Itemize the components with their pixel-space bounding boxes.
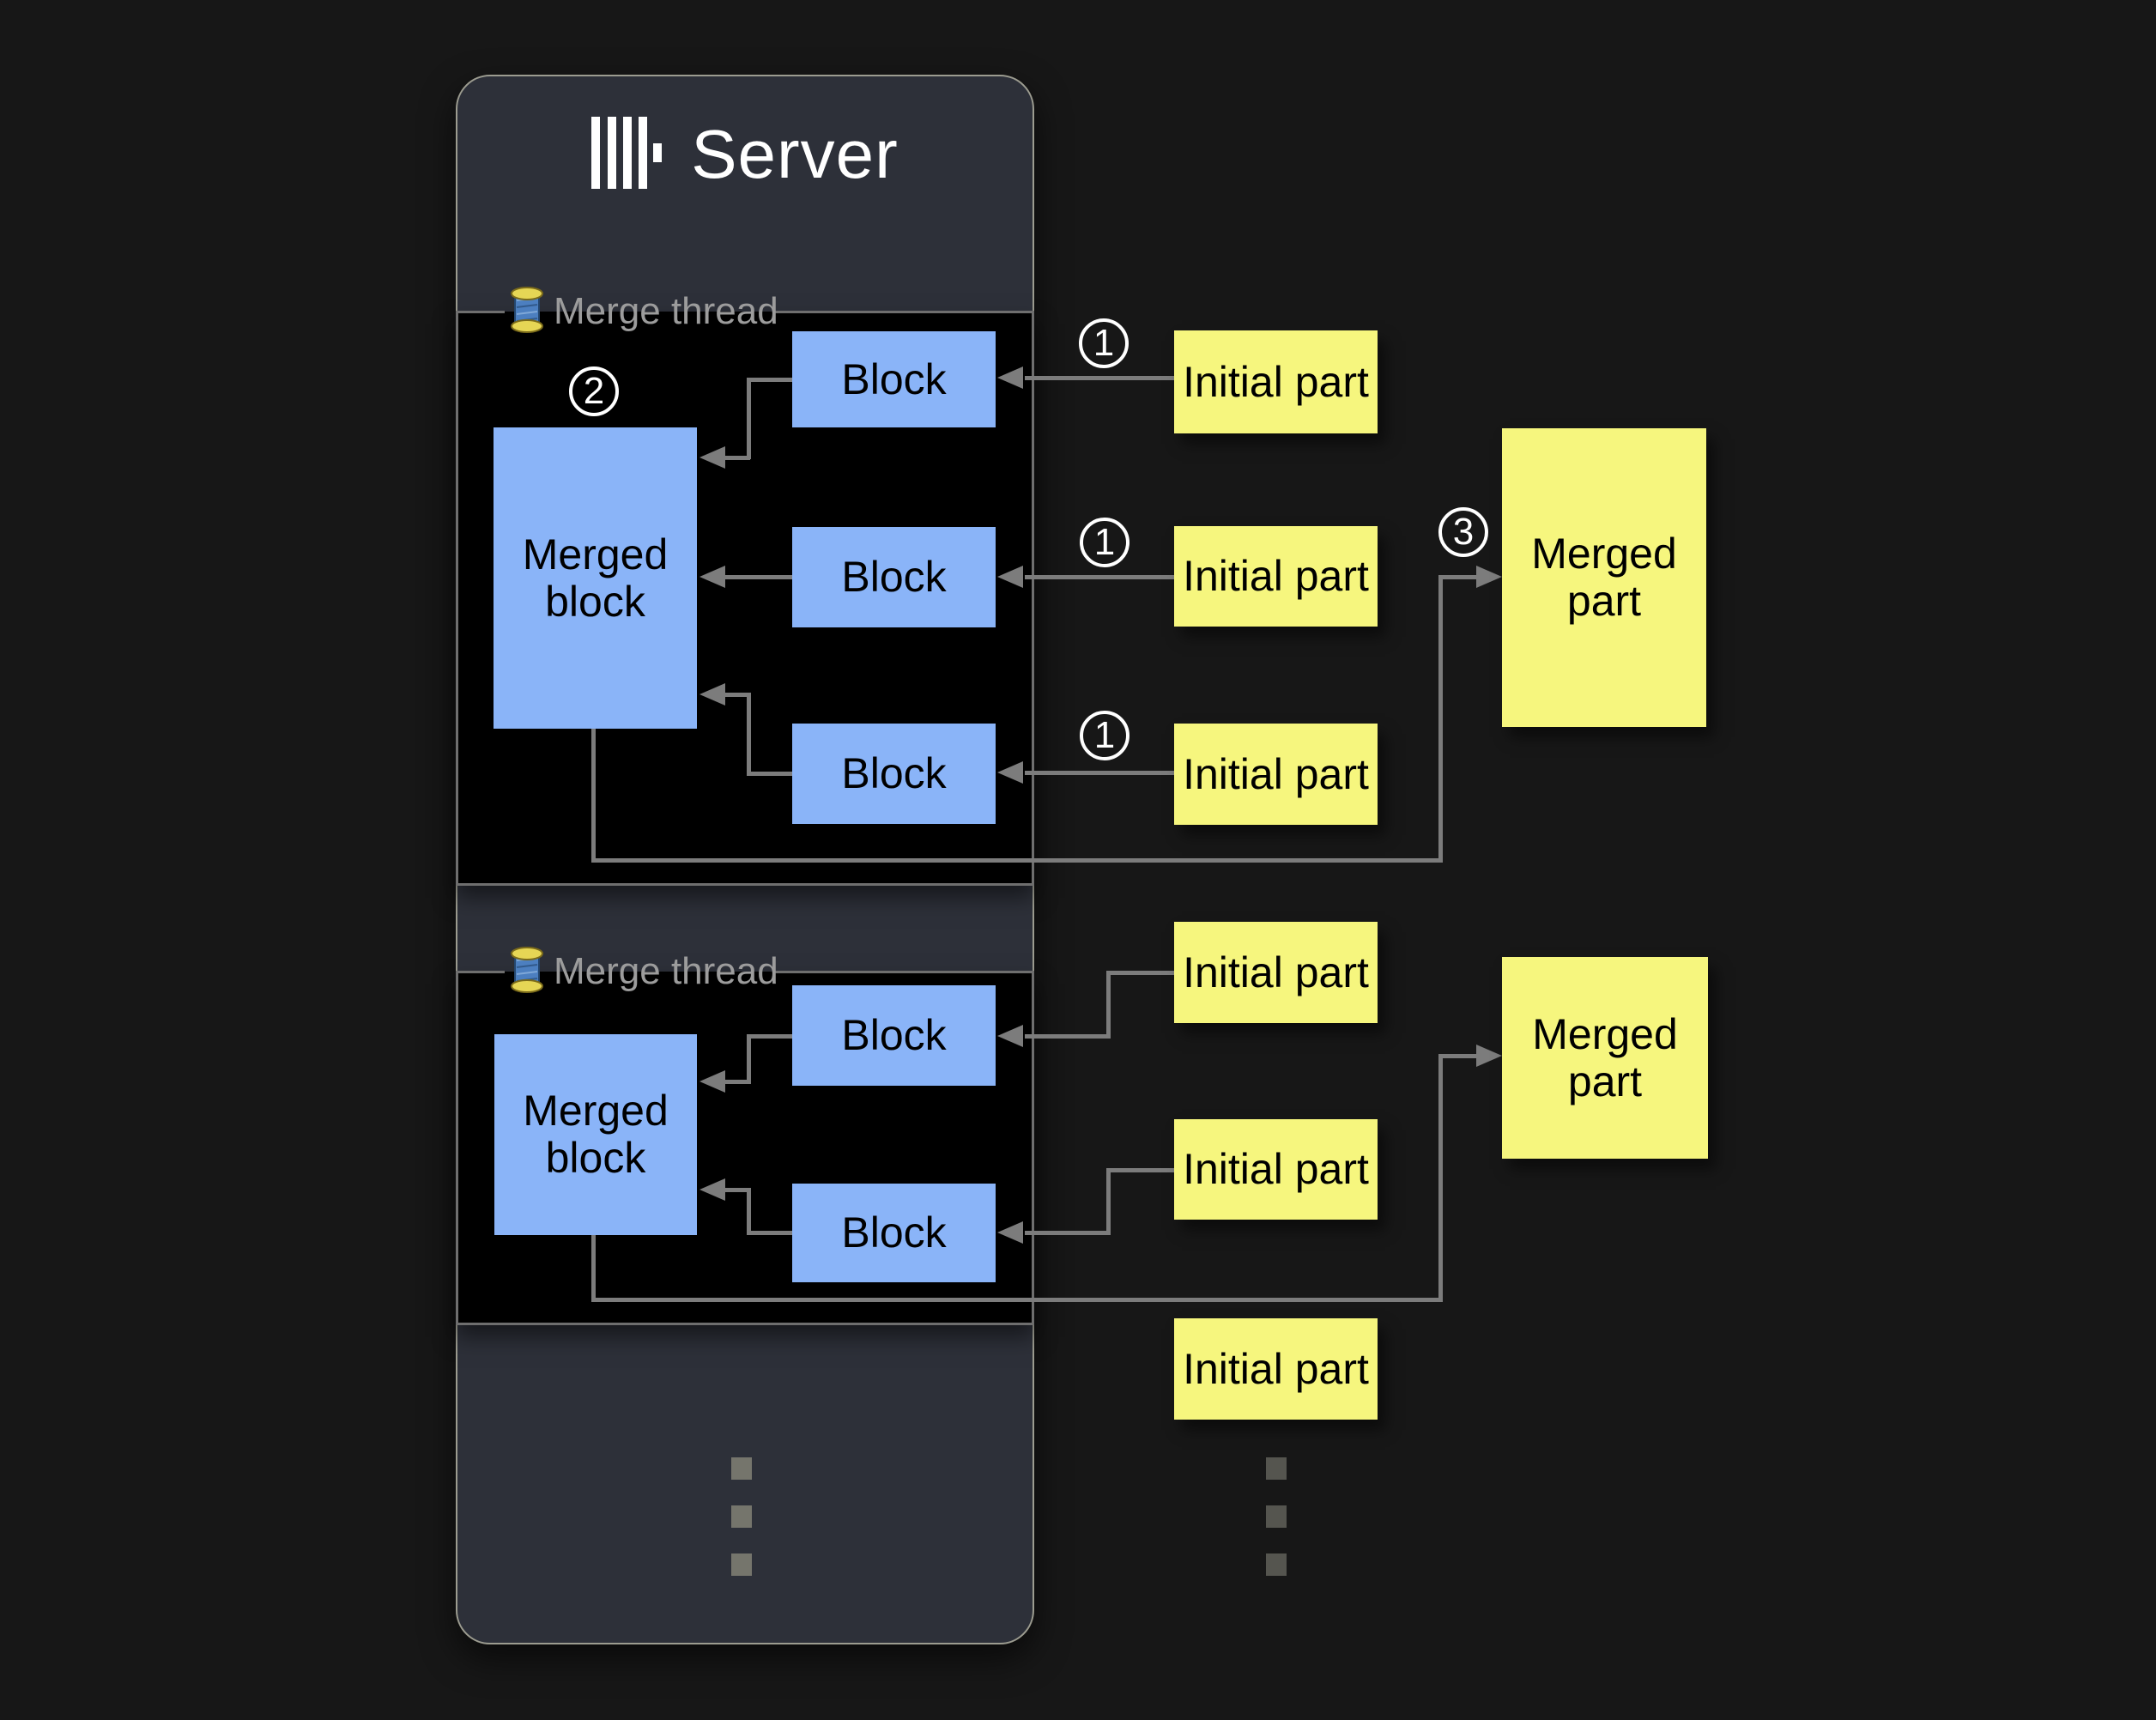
- step-badge-2: 2: [569, 366, 619, 416]
- block-2: Block: [792, 527, 996, 627]
- block-5: Block: [792, 1184, 996, 1282]
- thread2-border-right: [772, 971, 1034, 973]
- merged-part-1: Merged part: [1502, 428, 1706, 727]
- step-badge-1a: 1: [1079, 318, 1129, 368]
- connector: [1438, 1054, 1476, 1058]
- step-badge-1c: 1: [1080, 711, 1129, 760]
- thread1-border-right: [772, 311, 1034, 313]
- server-header: Server: [456, 112, 1034, 197]
- connector: [747, 693, 751, 776]
- arrowhead: [699, 566, 725, 588]
- block-1: Block: [792, 331, 996, 427]
- merged-block-2: Merged block: [494, 1034, 697, 1235]
- connector: [1025, 575, 1174, 579]
- arrowhead: [1476, 566, 1502, 588]
- thread-spool-icon: [509, 286, 545, 337]
- initial-part-4: Initial part: [1174, 922, 1378, 1023]
- merge-thread-legend-2: Merge thread: [509, 946, 778, 997]
- connector: [747, 1188, 751, 1235]
- connector: [725, 1080, 750, 1084]
- initial-part-6: Initial part: [1174, 1318, 1378, 1420]
- connector: [1108, 971, 1174, 975]
- initial-part-2: Initial part: [1174, 526, 1378, 627]
- connector: [748, 772, 792, 776]
- initial-part-1: Initial part: [1174, 330, 1378, 433]
- arrowhead: [997, 761, 1023, 784]
- connector: [747, 378, 751, 459]
- merge-thread-label: Merge thread: [554, 290, 778, 332]
- connector: [725, 575, 792, 579]
- connector: [1438, 575, 1443, 863]
- arrowhead: [699, 1178, 725, 1201]
- merged-block-1: Merged block: [494, 427, 697, 729]
- connector: [1025, 376, 1174, 380]
- connector: [1025, 771, 1174, 775]
- connector: [748, 1231, 792, 1235]
- connector: [725, 456, 750, 460]
- arrowhead: [997, 1025, 1023, 1047]
- connector: [1106, 971, 1111, 1039]
- server-title: Server: [691, 116, 899, 192]
- connector: [1108, 1168, 1174, 1172]
- ellipsis-dot: [731, 1505, 752, 1528]
- merged-part-2: Merged part: [1502, 957, 1708, 1159]
- block-4: Block: [792, 985, 996, 1086]
- ellipsis-dot: [1266, 1457, 1287, 1480]
- connector: [725, 1188, 750, 1192]
- initial-part-3: Initial part: [1174, 724, 1378, 825]
- step-badge-1b: 1: [1080, 518, 1129, 567]
- arrowhead: [699, 1070, 725, 1093]
- connector: [591, 858, 1443, 863]
- arrowhead: [997, 566, 1023, 588]
- connector: [1025, 1034, 1108, 1039]
- ellipsis-dot: [1266, 1553, 1287, 1576]
- arrowhead: [997, 366, 1023, 389]
- arrowhead: [699, 683, 725, 706]
- ellipsis-dot: [731, 1553, 752, 1576]
- merge-thread-label: Merge thread: [554, 950, 778, 992]
- connector: [591, 1298, 1443, 1302]
- thread1-border-left: [456, 311, 505, 313]
- connector: [725, 693, 750, 697]
- connector: [1438, 1054, 1443, 1302]
- arrowhead: [699, 446, 725, 469]
- connector: [591, 729, 596, 863]
- connector: [591, 1235, 596, 1302]
- initial-part-5: Initial part: [1174, 1119, 1378, 1220]
- thread2-border-left: [456, 971, 505, 973]
- connector: [1025, 1231, 1108, 1235]
- connector: [1438, 575, 1476, 579]
- ellipsis-dot: [731, 1457, 752, 1480]
- clickhouse-logo-icon: [591, 116, 663, 193]
- merge-thread-legend-1: Merge thread: [509, 286, 778, 337]
- connector: [747, 1034, 751, 1084]
- arrowhead: [1476, 1045, 1502, 1067]
- arrowhead: [997, 1221, 1023, 1244]
- block-3: Block: [792, 724, 996, 824]
- connector: [748, 378, 792, 382]
- ellipsis-dot: [1266, 1505, 1287, 1528]
- step-badge-3: 3: [1438, 507, 1488, 557]
- connector: [748, 1034, 792, 1039]
- connector: [1106, 1168, 1111, 1235]
- thread-spool-icon: [509, 946, 545, 997]
